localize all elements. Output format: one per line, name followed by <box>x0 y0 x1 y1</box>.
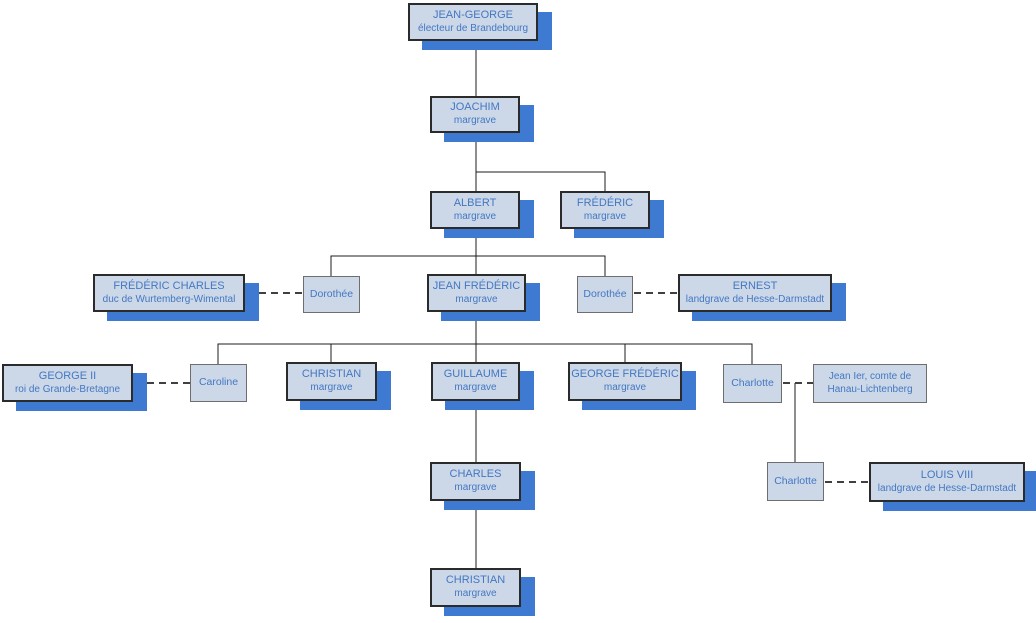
node-jean-ier: Jean Ier, comte de Hanau-Lichtenberg <box>813 364 927 403</box>
node-george-ii: GEORGE II roi de Grande-Bretagne <box>2 364 133 402</box>
node-name: GUILLAUME <box>443 368 508 381</box>
node-subtitle: duc de Wurtemberg-Wimental <box>102 293 236 305</box>
node-name: ERNEST <box>732 279 778 292</box>
node-name: CHARLES <box>449 468 502 481</box>
node-name: Dorothée <box>309 287 354 300</box>
node-subtitle: margrave <box>453 210 497 222</box>
node-name: Caroline <box>198 376 239 389</box>
node-dorothee-1: Dorothée <box>303 276 360 313</box>
node-name: ALBERT <box>453 196 497 209</box>
node-christian: CHRISTIAN margrave <box>286 362 377 401</box>
node-caroline: Caroline <box>190 364 247 402</box>
node-subtitle: margrave <box>603 382 647 394</box>
node-subtitle: margrave <box>453 115 497 127</box>
node-name: JEAN-GEORGE <box>432 8 514 21</box>
node-subtitle: margrave <box>583 210 627 222</box>
node-name: Dorothée <box>583 287 627 300</box>
node-name: GEORGE II <box>38 369 97 382</box>
node-name: Jean Ier, comte de <box>828 371 912 382</box>
node-dorothee-2: Dorothée <box>577 276 633 313</box>
node-name: JOACHIM <box>450 101 500 114</box>
node-name: CHRISTIAN <box>301 368 362 381</box>
connector-joachim-frederic <box>476 171 606 191</box>
node-name: CHRISTIAN <box>445 574 506 587</box>
node-subtitle: margrave <box>454 482 497 494</box>
node-charles: CHARLES margrave <box>430 462 521 501</box>
node-christian-2: CHRISTIAN margrave <box>430 568 521 607</box>
node-charlotte-1: Charlotte <box>723 364 782 403</box>
node-guillaume: GUILLAUME margrave <box>431 362 520 401</box>
node-frederic-charles: FRÉDÉRIC CHARLES duc de Wurtemberg-Wimen… <box>93 274 245 312</box>
node-name: GEORGE FRÉDÉRIC <box>571 368 679 381</box>
node-name: Charlotte <box>774 474 817 487</box>
node-jean-frederic: JEAN FRÉDÉRIC margrave <box>427 274 526 312</box>
node-albert: ALBERT margrave <box>430 191 520 229</box>
connector-jean-frederic-children <box>217 343 753 364</box>
node-louis-viii: LOUIS VIII landgrave de Hesse-Darmstadt <box>869 462 1025 502</box>
node-name: Charlotte <box>731 376 774 389</box>
node-subtitle: margrave <box>455 293 498 305</box>
node-subtitle: margrave <box>454 588 497 600</box>
node-george-frederic: GEORGE FRÉDÉRIC margrave <box>568 362 682 401</box>
node-subtitle: landgrave de Hesse-Darmstadt <box>685 293 825 305</box>
node-subtitle: Hanau-Lichtenberg <box>827 383 913 395</box>
node-subtitle: margrave <box>310 382 353 394</box>
node-name: JEAN FRÉDÉRIC <box>432 279 521 292</box>
node-name: FRÉDÉRIC CHARLES <box>113 279 225 292</box>
connector-albert-dorothees <box>330 255 606 276</box>
node-ernest: ERNEST landgrave de Hesse-Darmstadt <box>678 274 832 312</box>
node-name: LOUIS VIII <box>920 468 974 481</box>
node-subtitle: roi de Grande-Bretagne <box>14 383 121 395</box>
node-charlotte-2: Charlotte <box>767 462 824 501</box>
node-jean-george: JEAN-GEORGE électeur de Brandebourg <box>408 3 538 41</box>
node-name: FRÉDÉRIC <box>576 196 634 209</box>
node-frederic: FRÉDÉRIC margrave <box>560 191 650 229</box>
node-subtitle: margrave <box>454 382 497 394</box>
node-subtitle: landgrave de Hesse-Darmstadt <box>877 482 1017 494</box>
node-joachim: JOACHIM margrave <box>430 96 520 133</box>
node-subtitle: électeur de Brandebourg <box>417 22 529 34</box>
